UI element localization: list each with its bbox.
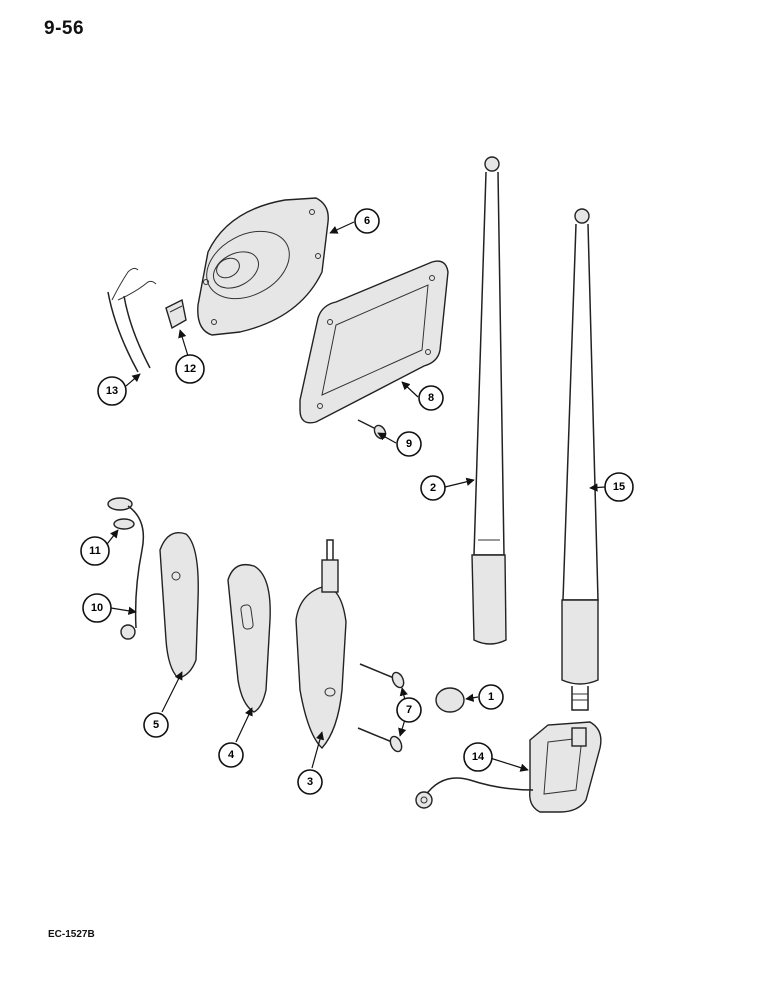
svg-text:2: 2 [430,482,436,494]
callout-7: 7 [396,697,422,723]
svg-text:12: 12 [184,363,196,375]
svg-text:5: 5 [153,719,159,731]
callout-13: 13 [97,376,127,406]
antenna-base-part [295,539,347,750]
callout-3: 3 [297,769,323,795]
callout-2: 2 [420,475,446,501]
callout-15: 15 [604,472,634,502]
wire-clip-part [165,298,187,330]
svg-text:7: 7 [406,704,412,716]
svg-text:14: 14 [472,751,485,763]
speaker-part [197,197,329,336]
callout-4: 4 [218,742,244,768]
speaker-grille-part [299,260,449,424]
svg-text:1: 1 [488,691,494,703]
callout-8: 8 [418,385,444,411]
base-gasket-part [227,563,271,713]
cap-part [435,687,465,713]
antenna-mast-part [471,156,507,645]
callout-1: 1 [478,684,504,710]
callout-10: 10 [82,593,112,623]
antenna-mount-part [415,721,602,813]
callout-6: 6 [354,208,380,234]
svg-text:6: 6 [364,215,370,227]
mounting-plate-part [159,532,199,679]
callout-12: 12 [175,354,205,384]
svg-text:15: 15 [613,481,625,493]
illustration-code: EC-1527B [48,929,95,940]
svg-text:10: 10 [91,602,103,614]
svg-text:13: 13 [106,385,118,397]
callout-5: 5 [143,712,169,738]
speaker-wire-part [107,267,157,373]
replacement-antenna-mast-part [561,208,599,711]
page-number: 9-56 [44,18,85,39]
grille-screw-part [357,419,387,440]
svg-text:8: 8 [428,392,434,404]
callout-11: 11 [80,536,110,566]
svg-text:3: 3 [307,776,313,788]
callout-14: 14 [463,742,493,772]
svg-text:11: 11 [89,545,101,557]
callout-9: 9 [396,431,422,457]
svg-text:9: 9 [406,438,412,450]
svg-text:4: 4 [228,749,235,761]
ground-strap-part [107,497,145,640]
